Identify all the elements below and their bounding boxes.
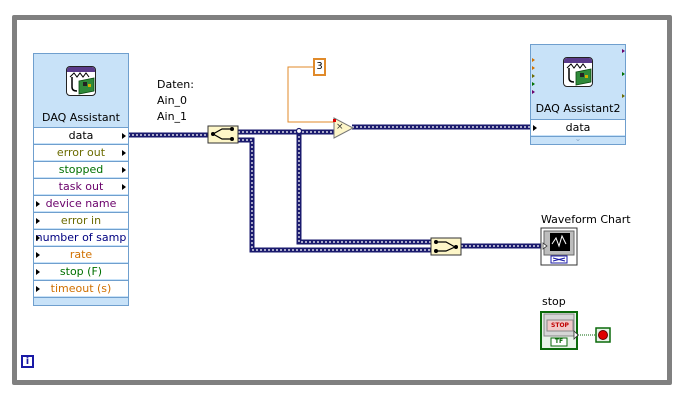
output-arrow-icon	[122, 133, 126, 139]
output-arrow-icon	[122, 167, 126, 173]
wire-split-lower[interactable]	[238, 137, 432, 253]
output-arrow-icon	[122, 150, 126, 156]
terminal-number-of-samp[interactable]: number of samp	[34, 229, 128, 245]
wire-junction	[295, 127, 303, 135]
terminal-label: error out	[56, 146, 106, 159]
daq-card-icon	[564, 58, 592, 86]
info-icon[interactable]: i	[21, 355, 34, 368]
merge-signals-node[interactable]	[430, 237, 462, 256]
terminal-divider	[531, 136, 625, 137]
terminal-divider	[34, 297, 128, 298]
daq-assistant2-node[interactable]: DAQ Assistant2 data ⌄	[530, 44, 626, 145]
terminal-label: device name	[45, 197, 117, 210]
terminal-data[interactable]: data	[34, 127, 128, 143]
input-stub-icon	[532, 90, 535, 94]
output-stub-icon	[622, 94, 625, 98]
terminal-label: rate	[69, 248, 93, 261]
output-stub-icon	[622, 72, 625, 76]
stop-tf-text: TF	[554, 338, 564, 345]
daq-card-icon	[67, 67, 95, 95]
daq-assistant-icon	[66, 66, 96, 96]
input-arrow-icon	[36, 235, 40, 241]
terminal-timeout-s[interactable]: timeout (s)	[34, 280, 128, 296]
stop-button-text: STOP	[551, 322, 569, 329]
input-stub-icon	[532, 82, 535, 86]
daq-assistant2-title: DAQ Assistant2	[535, 102, 621, 115]
terminal-label: data	[565, 121, 591, 134]
terminal-error-in[interactable]: error in	[34, 212, 128, 228]
numeric-constant-value[interactable]: 3	[316, 61, 323, 72]
waveform-chart-label: Waveform Chart	[541, 213, 631, 226]
loop-condition-terminal[interactable]	[595, 327, 611, 343]
daq-assistant-title: DAQ Assistant	[42, 111, 120, 124]
terminal-label: data	[68, 129, 94, 142]
input-arrow-icon	[533, 125, 537, 131]
input-stub-icon	[532, 58, 535, 62]
terminal-label: number of samp	[35, 231, 127, 244]
wire-branch-to-merge[interactable]	[296, 132, 432, 245]
terminal-task-out[interactable]: task out	[34, 178, 128, 194]
daten-label-line: Ain_1	[157, 110, 188, 123]
input-arrow-icon	[36, 286, 40, 292]
numeric-constant-box[interactable]	[313, 58, 326, 76]
input-stub-icon	[532, 66, 535, 70]
waveform-chart-terminal[interactable]	[540, 227, 578, 266]
output-stub-icon	[622, 49, 625, 53]
terminal-data[interactable]: data	[531, 119, 625, 135]
terminal-error-out[interactable]: error out	[34, 144, 128, 160]
daq-assistant2-icon	[563, 57, 593, 87]
terminal-device-name[interactable]: device name	[34, 195, 128, 211]
daq-assistant-node[interactable]: DAQ Assistant data error out stopped task o…	[33, 53, 129, 306]
stop-label: stop	[542, 295, 566, 308]
dynamic-wires	[128, 124, 541, 253]
split-signals-node[interactable]	[207, 125, 239, 144]
output-arrow-icon	[122, 184, 126, 190]
multiply-symbol: ×	[336, 122, 344, 132]
terminal-stop-f[interactable]: stop (F)	[34, 263, 128, 279]
stop-button-terminal[interactable]	[540, 311, 579, 350]
input-stub-icon	[532, 74, 535, 78]
daten-label-line: Daten:	[157, 78, 194, 91]
terminal-label: error in	[60, 214, 102, 227]
terminal-label: stop (F)	[59, 265, 103, 278]
input-arrow-icon	[36, 218, 40, 224]
multiply-node[interactable]	[333, 117, 355, 139]
input-arrow-icon	[36, 252, 40, 258]
terminal-label: task out	[58, 180, 104, 193]
daten-label-line: Ain_0	[157, 94, 188, 107]
daten-label: Daten: Ain_0 Ain_1	[157, 77, 194, 125]
input-arrow-icon	[36, 201, 40, 207]
expand-chevron-icon[interactable]: ⌄	[574, 134, 582, 143]
terminal-label: stopped	[58, 163, 104, 176]
terminal-stopped[interactable]: stopped	[34, 161, 128, 177]
wire-constant-to-multiply[interactable]	[287, 66, 334, 123]
input-arrow-icon	[36, 269, 40, 275]
terminal-label: timeout (s)	[50, 282, 112, 295]
terminal-rate[interactable]: rate	[34, 246, 128, 262]
